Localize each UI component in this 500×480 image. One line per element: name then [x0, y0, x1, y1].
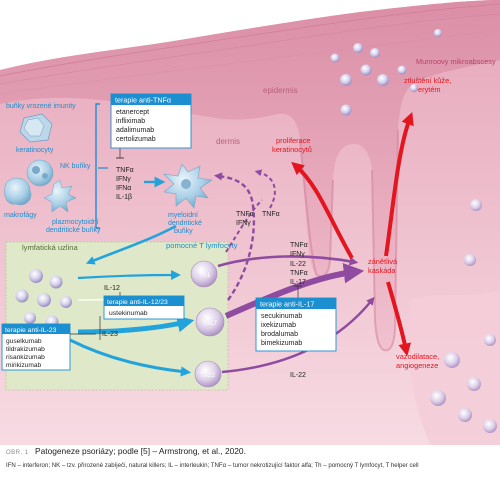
cytokine-tnfa: TNFα	[116, 167, 134, 174]
vessel-cell	[484, 334, 496, 346]
munro-label: Munroovy mikroabscesy	[416, 57, 496, 66]
therapy-anti-il1223-title: terapie anti-IL-12/23	[107, 299, 168, 306]
arrow-to-thickening	[384, 112, 414, 257]
upper-cytokine-ifng: IFNγ	[236, 220, 251, 227]
therapy-anti-il1223-box: terapie anti-IL-12/23 ustekinumab	[103, 295, 185, 320]
therapy-anti-tnf-box: terapie anti-TNFα etanercept infliximab …	[110, 93, 192, 149]
th1-cell: Th1	[190, 260, 218, 288]
plasmacytoid-label-2: dendritické buňky	[46, 227, 101, 234]
drug-tildrakizumab: tildrakizumab	[6, 346, 45, 353]
keratinocytes-label: keratinocyty	[16, 147, 54, 154]
drug-etanercept: etanercept	[116, 109, 149, 116]
vessel-cell	[458, 408, 472, 422]
therapy-anti-tnf-title: terapie anti-TNFα	[115, 96, 171, 105]
cascade-label-2: kaskáda	[368, 266, 396, 275]
blood-vessel	[409, 199, 500, 445]
th22-cell: Th22	[194, 360, 222, 388]
cascade-cytokine-tnfa-2: TNFα	[290, 270, 308, 277]
arrow-th17-to-cascade	[224, 263, 365, 319]
dermis-cell	[470, 199, 482, 211]
caption-abbreviations: IFN – interferon; NK – tzv. přirozené za…	[6, 462, 419, 469]
plasmacytoid-label-1: plazmocytoidní	[52, 219, 99, 226]
il22-label: IL-22	[290, 372, 306, 379]
microabscess-cells	[330, 29, 442, 116]
th17-label: Th17	[202, 320, 217, 327]
vessel-cell	[430, 390, 446, 406]
caption-title: Patogeneze psoriázy; podle [5] – Armstro…	[35, 446, 246, 456]
upper-cytokine-tnfa-2: TNFα	[262, 211, 280, 218]
drug-secukinumab: secukinumab	[261, 313, 302, 320]
innate-bracket	[95, 103, 100, 229]
th17-cell: Th17	[195, 307, 225, 337]
therapy-anti-il23-title: terapie anti-IL-23	[5, 327, 57, 334]
cytokine-il1b: IL-1β	[116, 194, 132, 201]
cytokine-ifna: IFNα	[116, 185, 131, 192]
myeloid-label-2: dendritické	[168, 220, 202, 227]
drug-mirikizumab: mirikizumab	[6, 362, 42, 369]
caption-title-line: OBR. 1 Patogeneze psoriázy; podle [5] – …	[6, 446, 496, 456]
nk-cell	[26, 159, 54, 187]
arrow-il23-to-th22	[69, 338, 192, 377]
il23-label: IL-23	[102, 331, 118, 338]
th1-label: Th1	[199, 272, 211, 279]
drug-risankizumab: risankizumab	[6, 354, 45, 361]
cascade-cytokine-ifng: IFNγ	[290, 251, 305, 258]
vessel-cell	[467, 377, 481, 391]
drug-ixekizumab: ixekizumab	[261, 322, 296, 329]
cascade-cytokine-tnfa: TNFα	[290, 242, 308, 249]
drug-brodalumab: brodalumab	[261, 331, 298, 338]
cascade-label-1: zánětlivá	[368, 257, 398, 266]
macrophages-label: makrofágy	[4, 212, 37, 219]
figure-caption: OBR. 1 Patogeneze psoriázy; podle [5] – …	[6, 446, 496, 469]
myeloid-dc-cell	[163, 163, 213, 209]
helper-t-label: pomocné T lymfocyty	[166, 241, 238, 250]
drug-bimekizumab: bimekizumab	[261, 340, 302, 347]
myeloid-label-3: buňky	[174, 228, 193, 235]
innate-cytokines: TNFα IFNγ IFNα IL-1β	[116, 167, 134, 201]
therapy-anti-il17-box: terapie anti-IL-17 secukinumab ixekizuma…	[255, 297, 337, 352]
caption-label: OBR. 1	[6, 450, 29, 456]
therapy-anti-il23-box: terapie anti-IL-23 guselkumab tildrakizu…	[1, 323, 71, 371]
vasodilatation-label-2: angiogeneze	[396, 361, 438, 370]
vessel-cell	[444, 352, 460, 368]
vasodilatation-label-1: vazodilatace,	[396, 352, 439, 361]
myeloid-label-1: myeloidní	[168, 212, 198, 219]
nk-cells-label: NK buňky	[60, 163, 91, 170]
thickening-label-2: erytém	[418, 85, 441, 94]
macrophage-cell	[4, 177, 32, 206]
cytokine-ifng: IFNγ	[116, 176, 131, 183]
dermis-cell	[464, 254, 476, 266]
upper-cytokine-tnfa: TNFα	[236, 211, 254, 218]
cascade-cytokine-il17: IL-17	[290, 279, 306, 286]
innate-immune-cells: buňky vrozené imunity keratinocyty NK bu…	[4, 103, 101, 234]
arrow-to-vasodilatation	[386, 281, 412, 357]
drug-adalimumab: adalimumab	[116, 127, 154, 134]
thickening-label-1: ztluštění kůže,	[404, 76, 451, 85]
drug-infliximab: infliximab	[116, 118, 145, 125]
arrow-il12-to-th1	[77, 270, 181, 280]
proliferation-label-2: keratinocytů	[272, 145, 312, 154]
arrow-th1-to-dc	[254, 169, 276, 209]
th22-label: Th22	[200, 372, 215, 379]
innate-cells-label: buňky vrozené imunity	[6, 103, 76, 110]
drug-ustekinumab: ustekinumab	[109, 310, 148, 317]
plasmacytoid-dc-cell	[43, 179, 77, 213]
arrow-to-proliferation	[291, 161, 354, 260]
arrow-th17-to-dc	[213, 172, 256, 301]
lymph-node-label: lymfatická uzlina	[22, 243, 78, 252]
vessel-cell	[483, 419, 497, 433]
cascade-cytokine-il22: IL-22	[290, 261, 306, 268]
dermis-label: dermis	[216, 137, 240, 146]
drug-guselkumab: guselkumab	[6, 338, 42, 345]
arrow-dc-to-lymph-node	[85, 224, 177, 265]
epidermis-label: epidermis	[263, 86, 298, 95]
proliferation-label-1: proliferace	[276, 136, 311, 145]
therapy-anti-il17-title: terapie anti-IL-17	[260, 300, 314, 309]
il12-label: IL-12	[104, 285, 120, 292]
arrow-il23-to-th17	[77, 315, 195, 335]
drug-certolizumab: certolizumab	[116, 136, 156, 143]
arrow-th1-to-cascade	[217, 255, 359, 268]
